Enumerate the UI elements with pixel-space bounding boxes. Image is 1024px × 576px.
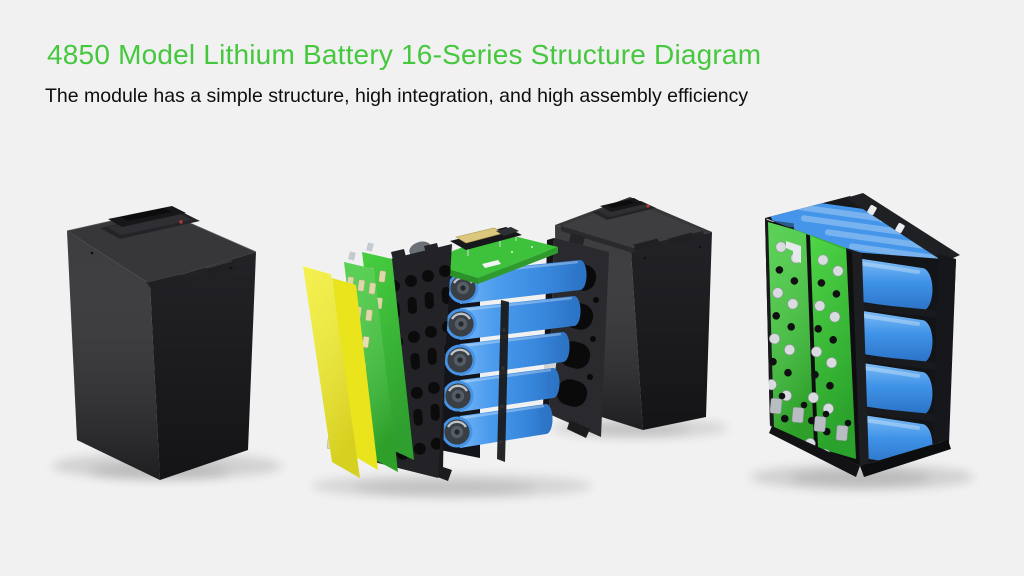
battery-pack-enclosure — [66, 206, 257, 480]
page-title: 4850 Model Lithium Battery 16-Series Str… — [47, 39, 762, 70]
handle-indicator-dot — [179, 220, 183, 224]
handle-indicator-dot — [646, 204, 650, 208]
page-subtitle: The module has a simple structure, high … — [45, 85, 749, 107]
header: 4850 Model Lithium Battery 16-Series Str… — [45, 39, 762, 108]
